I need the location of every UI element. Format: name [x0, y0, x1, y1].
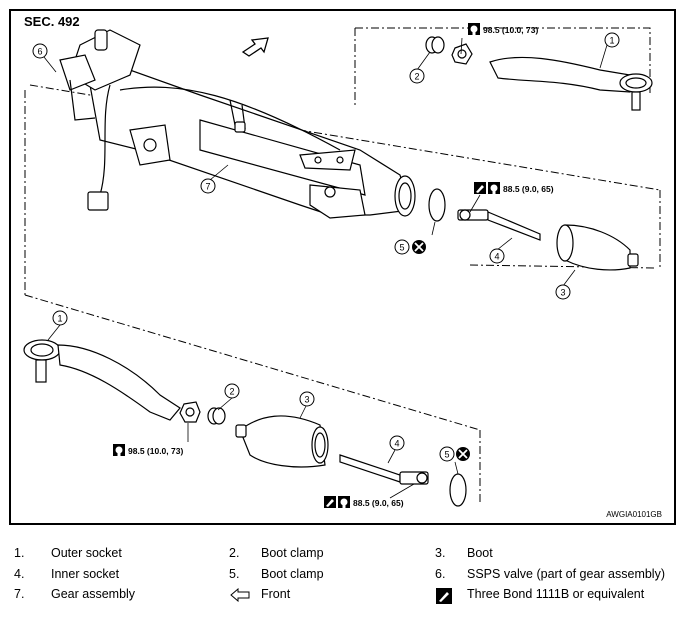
boot-clamp-lower [207, 407, 226, 425]
legend-label: SSPS valve (part of gear assembly) [467, 567, 665, 581]
inner-socket-right [457, 209, 541, 241]
callout-6: 6 [37, 47, 42, 57]
lower-nut [179, 401, 201, 423]
diagram-frame: SEC. 492 AWGIA0101GB [9, 9, 676, 525]
legend-label: Three Bond 1111B or equivalent [467, 587, 645, 601]
legend-num: 5. [229, 567, 240, 581]
legend-label: Boot clamp [261, 546, 324, 560]
front-arrow-icon [230, 588, 250, 602]
legend-num: 4. [14, 567, 25, 581]
assembly-outline [24, 27, 661, 505]
legend-num: 2. [229, 546, 240, 560]
section-label: SEC. 492 [24, 14, 80, 29]
callout-3-lower: 3 [304, 395, 309, 405]
callout-4-lower: 4 [394, 439, 399, 449]
callout-3-right: 3 [560, 288, 565, 298]
figure-code: AWGIA0101GB [606, 510, 662, 519]
legend-label: Boot [467, 546, 493, 560]
boot-clamp-right [428, 188, 446, 222]
legend-label: Boot clamp [261, 567, 324, 581]
legend-num: 1. [14, 546, 25, 560]
sealant-icon [436, 588, 452, 604]
torque-lower-inner: 88.5 (9.0, 65) [353, 498, 404, 508]
inner-socket-lower [339, 454, 429, 485]
torque-wrench-icon [113, 444, 125, 456]
sealant-icon [474, 182, 486, 194]
callout-5-right: 5 [399, 243, 404, 253]
callout-2-upper: 2 [414, 72, 419, 82]
torque-specs: 98.5 (10.0, 73) 88.5 (9.0, 65) 98.5 (10.… [113, 23, 554, 508]
do-not-reuse-icon [412, 240, 470, 461]
boot-lower [235, 415, 329, 468]
boot-clamp-upper [425, 36, 445, 54]
torque-wrench-icon [488, 182, 500, 194]
gear-assembly [59, 29, 416, 219]
legend-label: Gear assembly [51, 587, 136, 601]
torque-right: 88.5 (9.0, 65) [503, 184, 554, 194]
legend-label: Front [261, 587, 291, 601]
callout-7: 7 [205, 182, 210, 192]
torque-wrench-icon [338, 496, 350, 508]
legend-num: 7. [14, 587, 25, 601]
front-arrow-icon [241, 37, 269, 57]
upper-nut [451, 43, 473, 65]
torque-wrench-icon [468, 23, 480, 35]
callout-2-lower: 2 [229, 387, 234, 397]
torque-upper: 98.5 (10.0, 73) [483, 25, 538, 35]
boot-clamp-lower-inner [449, 473, 467, 507]
callout-5-lower: 5 [444, 450, 449, 460]
sealant-icon [324, 496, 336, 508]
torque-lower: 98.5 (10.0, 73) [128, 446, 183, 456]
outer-socket-lower [23, 339, 181, 421]
legend-num: 3. [435, 546, 446, 560]
callout-4-right: 4 [494, 252, 499, 262]
steering-gear-exploded-view: 1 2 6 7 4 3 5 1 2 3 4 5 98.5 (10.0, 73) [23, 23, 661, 508]
callout-1-upper: 1 [609, 36, 614, 46]
legend-num: 6. [435, 567, 446, 581]
leader-lines [43, 37, 608, 499]
legend-label: Inner socket [51, 567, 120, 581]
legend-label: Outer socket [51, 546, 122, 560]
callouts: 1 2 6 7 4 3 5 1 2 3 4 5 [32, 32, 620, 462]
boot-right [556, 224, 639, 271]
outer-socket-upper [489, 56, 653, 111]
callout-1-lower: 1 [57, 314, 62, 324]
